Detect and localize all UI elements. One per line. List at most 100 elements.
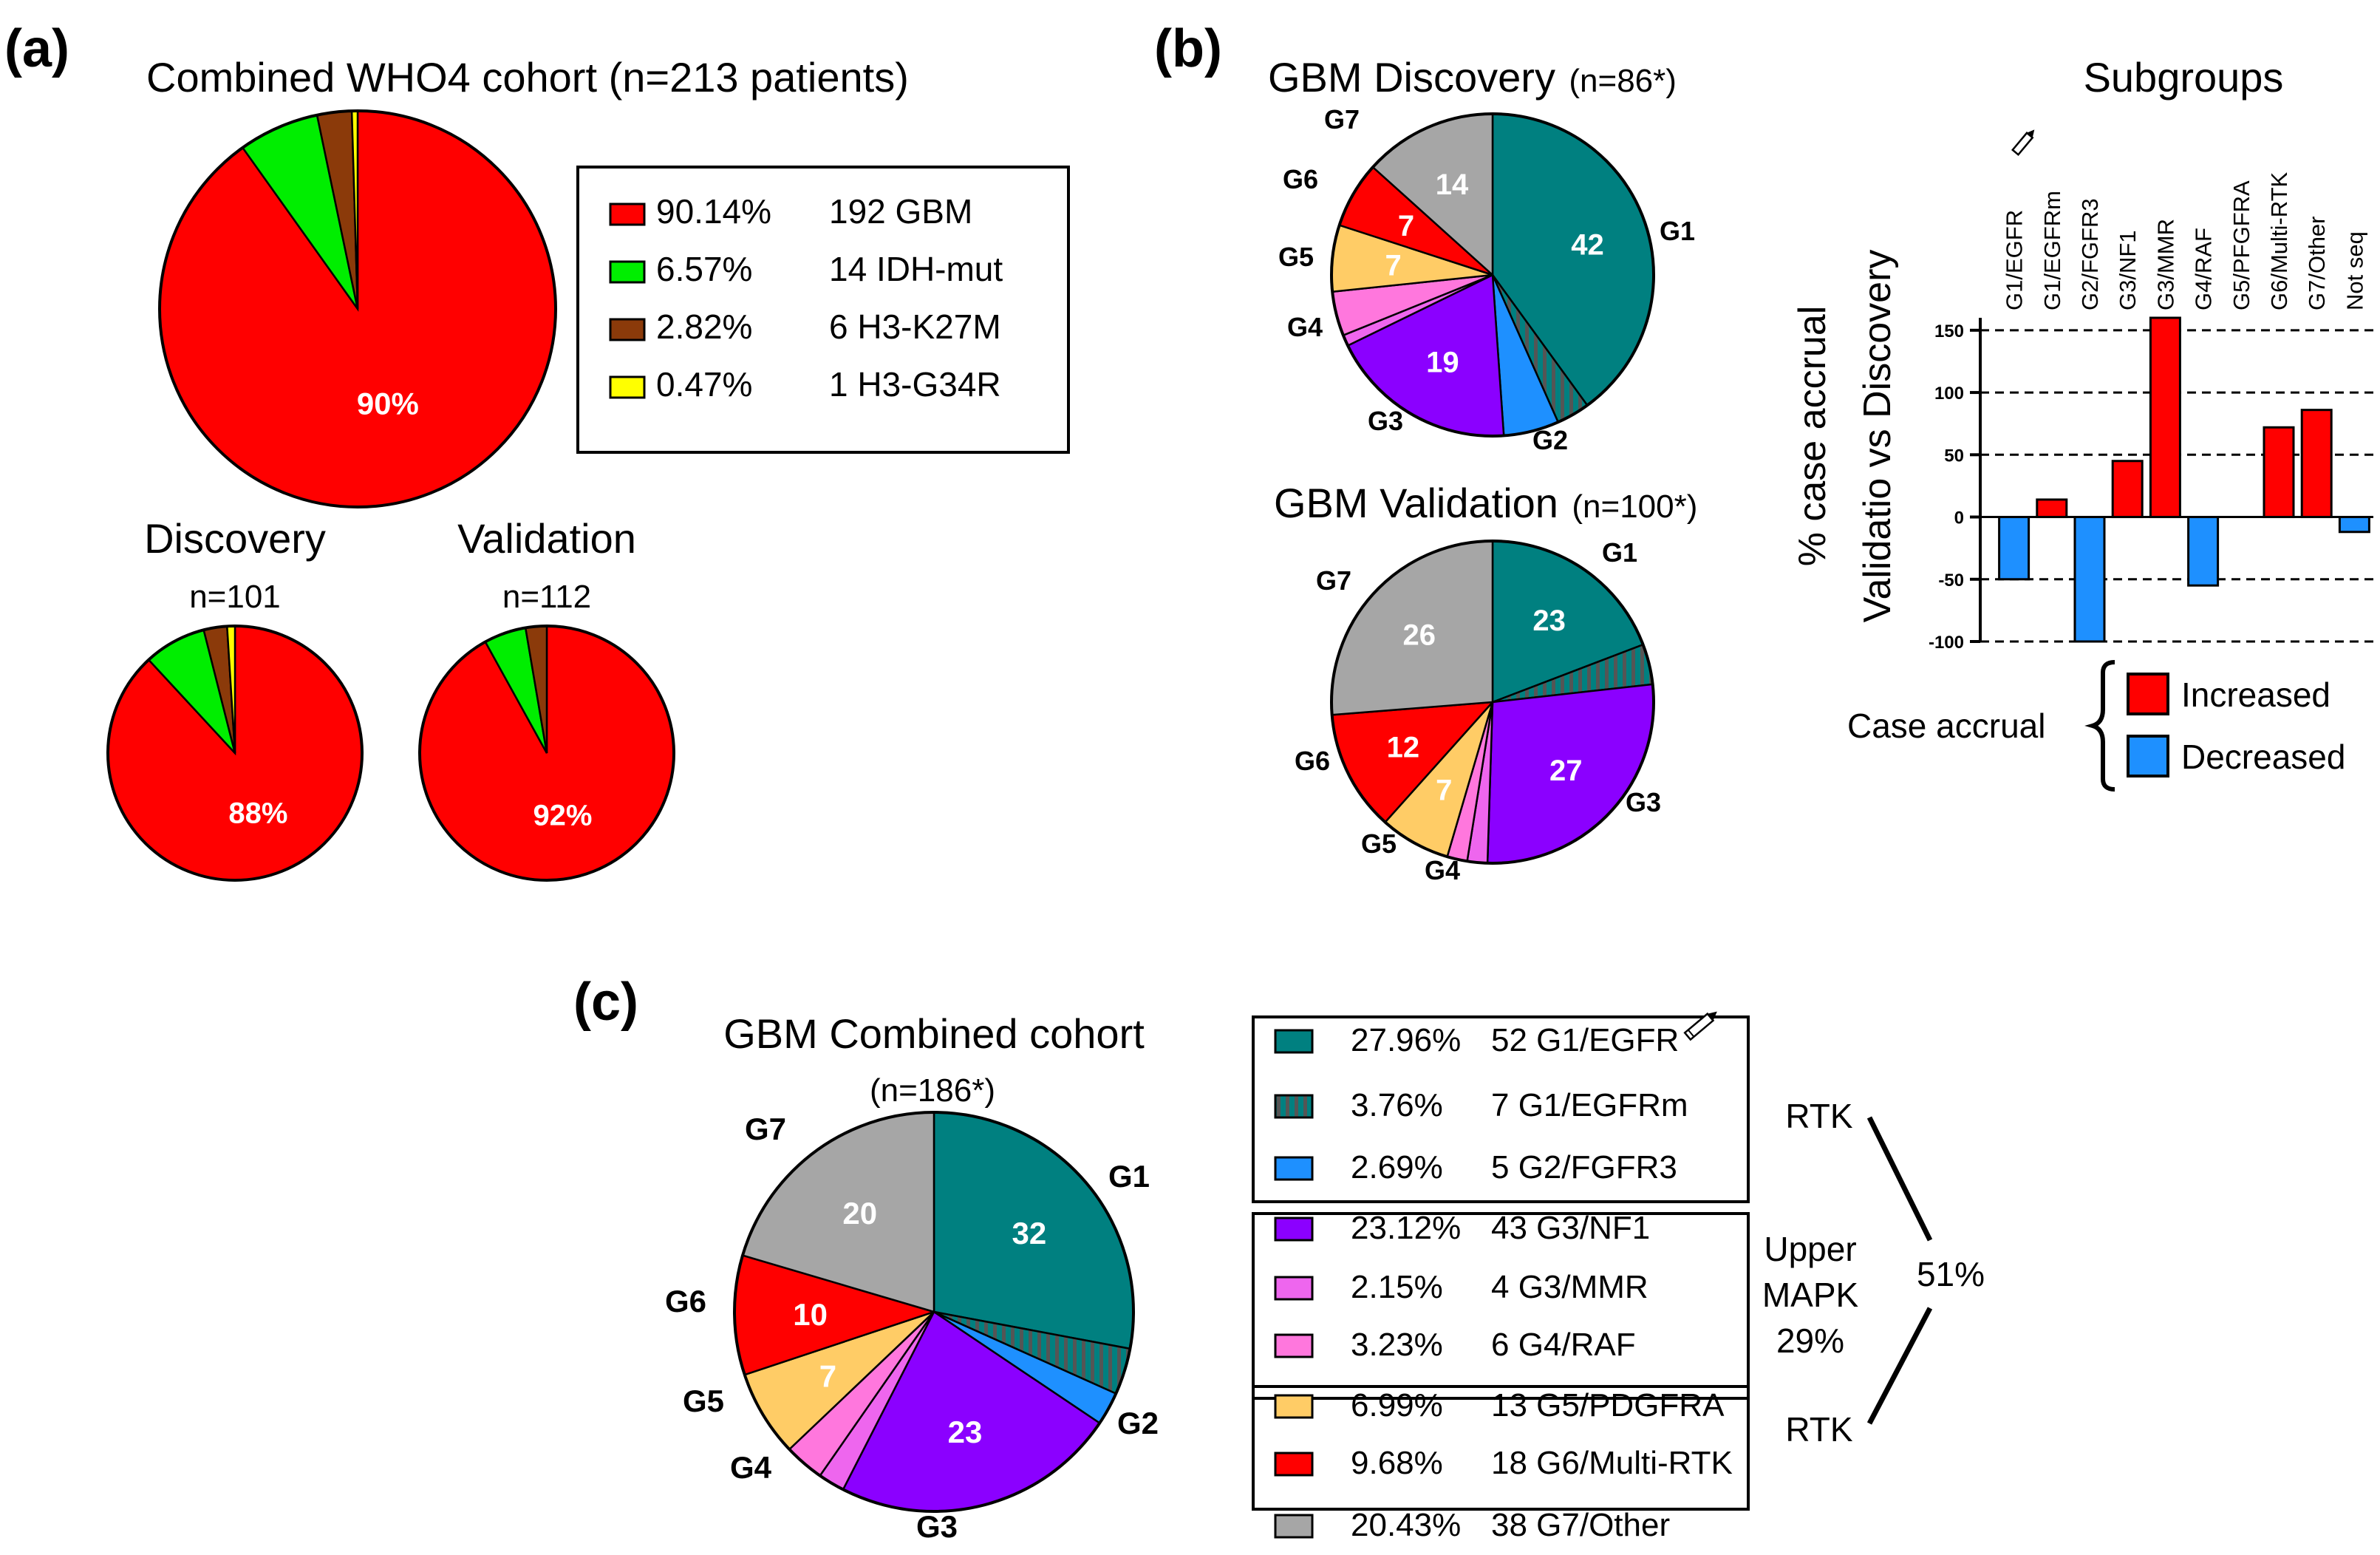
legend-c-swatch-4 xyxy=(1274,1276,1314,1301)
legend-a-pct-0: 90.14% xyxy=(656,192,771,231)
bar-category-label: G5/PFGFRA xyxy=(2229,180,2254,310)
b_discovery-group-label-g2: G2 xyxy=(1532,425,1568,455)
legend-a-text-1: 14 IDH-mut xyxy=(829,250,1003,288)
legend-c-text-6: 13 G5/PDGFRA xyxy=(1491,1387,1725,1423)
b_validation-group-label-g4: G4 xyxy=(1425,855,1460,885)
bar-not-seq xyxy=(2338,516,2370,534)
annotation-line-bottom xyxy=(1866,1307,1933,1425)
panel-c-n: (n=186*) xyxy=(870,1072,995,1109)
pie-combined-who4: 90% xyxy=(158,109,557,508)
b_validation-slice-label-g5: 7 xyxy=(1436,775,1452,807)
c_combined-group-label-g5: G5 xyxy=(683,1384,724,1418)
c_combined-slice-label-g5: 7 xyxy=(819,1358,836,1393)
bar-ytick-label: -100 xyxy=(1929,633,1964,653)
panel-a-legend-items: 90.14% 192 GBM 6.57% 14 IDH-mut 2.82% 6 H3-K2… xyxy=(609,192,1003,404)
bar-g6-multi-rtk xyxy=(2263,426,2295,519)
panel-c-letter: (c) xyxy=(573,973,638,1032)
legend-c-pct-2: 2.69% xyxy=(1351,1149,1443,1185)
legend-a-pct-2: 2.82% xyxy=(656,307,752,346)
panel-a: (a) Combined WHO4 cohort (n=213 patients… xyxy=(4,19,1070,882)
b_discovery-slice-label-g5: 7 xyxy=(1385,249,1401,282)
legend-c-pct-6: 6.99% xyxy=(1351,1387,1443,1423)
bar-category-label: G7/Other xyxy=(2304,217,2330,311)
legend-c-pct-3: 23.12% xyxy=(1351,1210,1461,1246)
annotation-total-pct: 51% xyxy=(1917,1255,1985,1293)
bar-chart-title: Subgroups xyxy=(2084,54,2284,101)
panel-a-legend: 90.14% 192 GBM 6.57% 14 IDH-mut 2.82% 6 H3-K2… xyxy=(576,166,1070,454)
b_validation-outline xyxy=(1330,540,1655,865)
pie-validation: 92% xyxy=(418,625,675,882)
a_discovery-slice-label-gbm: 88% xyxy=(228,797,287,829)
legend-a-swatch-2 xyxy=(609,318,646,341)
bar-category-label: Not seq xyxy=(2342,231,2367,310)
legend-a-text-2: 6 H3-K27M xyxy=(829,307,1001,346)
legend-c-swatch-5 xyxy=(1274,1333,1314,1358)
b_validation-group-label-g7: G7 xyxy=(1316,565,1351,596)
b_discovery-slice-label-g1: 42 xyxy=(1571,229,1604,262)
legend-a-swatch-3 xyxy=(609,375,646,399)
legend-c-pct-7: 9.68% xyxy=(1351,1445,1443,1481)
discovery-title: Discovery xyxy=(144,515,326,562)
case-accrual-label: Case accrual xyxy=(1847,707,2045,745)
legend-rtk-box xyxy=(1252,1015,1750,1203)
legend-a-pct-3: 0.47% xyxy=(656,365,752,404)
b_discovery-slice-label-g6: 7 xyxy=(1398,210,1414,242)
bar-g4-raf xyxy=(2187,516,2220,587)
b_discovery-group-label-g7: G7 xyxy=(1324,104,1360,135)
c_combined-group-label-g2: G2 xyxy=(1117,1406,1159,1440)
bar-category-label: G2/FGFR3 xyxy=(2077,198,2103,310)
legend-rtk2-box xyxy=(1252,1385,1750,1511)
bar-category-label: G3/NF1 xyxy=(2115,230,2141,310)
legend-c-swatch-2 xyxy=(1274,1156,1314,1181)
a_validation-slice-label-gbm: 92% xyxy=(533,800,592,832)
c_combined-outline xyxy=(733,1111,1135,1513)
b_validation-slice-label-g3: 27 xyxy=(1549,755,1583,787)
legend-c-pct-0: 27.96% xyxy=(1351,1022,1461,1058)
bar-g1-egfrm xyxy=(2036,498,2068,519)
c_combined-slice-label-g3: 23 xyxy=(948,1415,983,1449)
legend-increased-swatch xyxy=(2127,673,2169,715)
b_validation-slice-label-g6: 12 xyxy=(1387,731,1420,763)
legend-c-swatch-3 xyxy=(1274,1217,1314,1242)
bar-legend: Case accrual Increased Decreased xyxy=(1847,660,2345,792)
bar-ytick-label: 0 xyxy=(1954,508,1964,528)
b_discovery-outline xyxy=(1330,112,1655,438)
legend-c-pct-5: 3.23% xyxy=(1351,1327,1443,1363)
legend-c-pct-8: 20.43% xyxy=(1351,1507,1461,1543)
b_discovery-group-label-g5: G5 xyxy=(1278,242,1314,272)
c_combined-group-label-g3: G3 xyxy=(916,1509,958,1544)
bar-g3-nf1 xyxy=(2111,460,2144,519)
legend-c-text-2: 5 G2/FGFR3 xyxy=(1491,1149,1677,1185)
b_discovery-slice-label-g7: 14 xyxy=(1436,169,1469,201)
panel-b-letter: (b) xyxy=(1154,19,1222,78)
b_validation-slice-label-g7: 26 xyxy=(1402,619,1436,652)
gbm-validation-title: GBM Validation xyxy=(1274,480,1558,526)
bar-ytick-label: 150 xyxy=(1934,321,1964,341)
legend-c-text-5: 6 G4/RAF xyxy=(1491,1327,1636,1363)
bar-g2-fgfr3 xyxy=(2073,516,2106,643)
gbm-discovery-title: GBM Discovery xyxy=(1268,54,1555,101)
panel-c: (c) GBM Combined cohort (n=186*) 3223710… xyxy=(573,973,1985,1544)
legend-c-swatch-0 xyxy=(1274,1029,1314,1054)
legend-a-pct-1: 6.57% xyxy=(656,250,752,288)
b_validation-group-label-g6: G6 xyxy=(1295,746,1330,776)
annotation-rtk-top: RTK xyxy=(1785,1097,1852,1135)
c_combined-group-label-g1: G1 xyxy=(1108,1159,1150,1194)
legend-c-text-0: 52 G1/EGFR xyxy=(1491,1022,1679,1058)
legend-c-swatch-6 xyxy=(1274,1394,1314,1419)
b_validation-group-label-g3: G3 xyxy=(1626,787,1661,817)
bar-category-label: G4/RAF xyxy=(2191,228,2217,310)
panel-a-title: Combined WHO4 cohort (n=213 patients) xyxy=(146,54,909,101)
bar-y-label-1: % case accrual xyxy=(1791,306,1834,567)
legend-c-text-4: 4 G3/MMR xyxy=(1491,1269,1648,1305)
bar-ytick-label: 100 xyxy=(1934,384,1964,404)
annotation-mapk: MAPK xyxy=(1762,1276,1859,1314)
gbm-discovery-n: (n=86*) xyxy=(1569,63,1677,99)
validation-n: n=112 xyxy=(502,579,591,615)
legend-a-text-0: 192 GBM xyxy=(829,192,972,231)
legend-decreased-swatch xyxy=(2127,735,2169,778)
legend-a-text-3: 1 H3-G34R xyxy=(829,365,1001,404)
